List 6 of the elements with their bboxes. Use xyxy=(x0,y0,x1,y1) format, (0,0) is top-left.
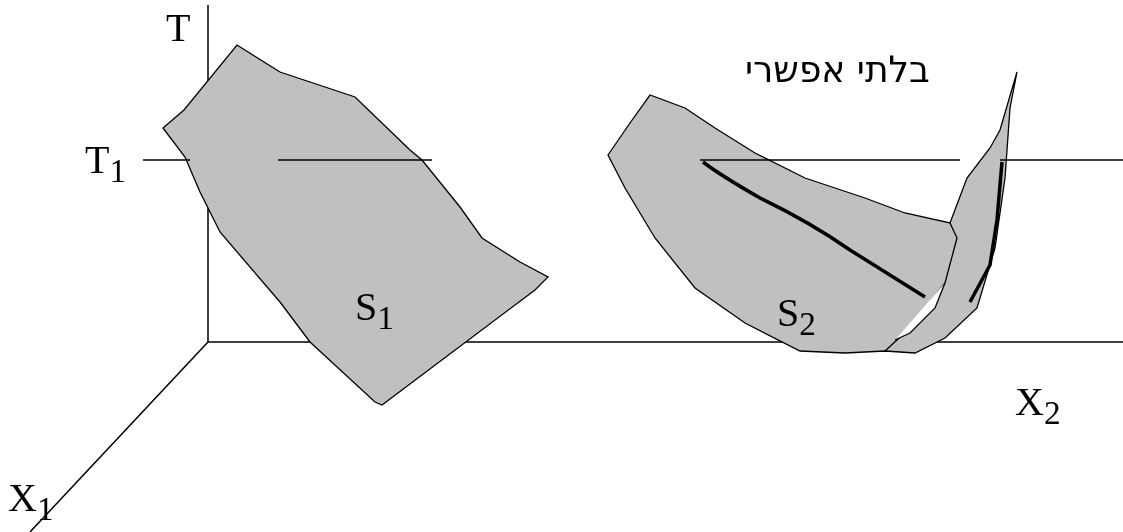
annotation-text: בלתי אפשרי xyxy=(745,52,930,88)
axis-label: T$_{1}$ xyxy=(85,140,127,188)
axis-label: T xyxy=(166,8,191,48)
surface-label: S$_{1}$ xyxy=(355,287,394,335)
axis-label: X$_{2}$ xyxy=(1015,382,1061,430)
surface-label: S$_{2}$ xyxy=(777,293,816,341)
